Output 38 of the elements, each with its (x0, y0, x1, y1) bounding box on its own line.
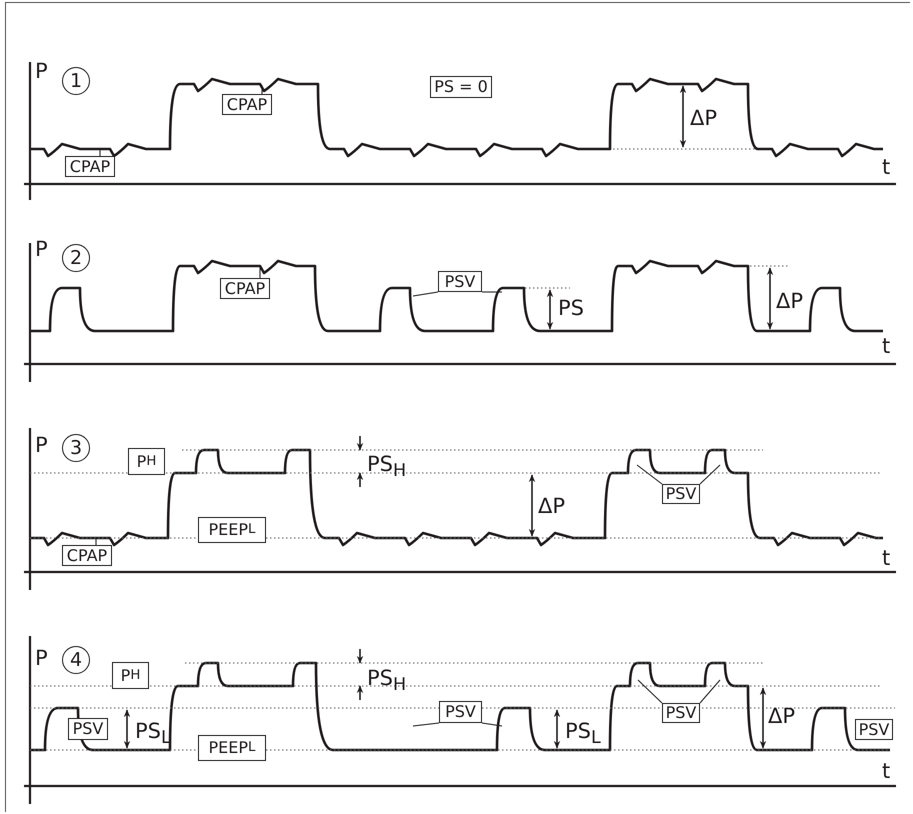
dimension-label: ΔP (768, 706, 796, 727)
label-box: CPAP (62, 545, 112, 566)
label-box: CPAP (220, 278, 270, 299)
label-box: PSV (855, 719, 893, 740)
dimension-label: PS (558, 298, 584, 319)
leader-line (636, 464, 662, 484)
label-box: PSV (439, 701, 482, 723)
label-box: CPAP (222, 94, 272, 115)
leader-line (700, 464, 720, 484)
step-number: 1 (62, 67, 90, 95)
dimension-label: ΔP (776, 291, 804, 312)
dimension-label: PS$_{L}$ (565, 721, 601, 748)
axis-label: P (35, 648, 48, 669)
leader-line (638, 680, 662, 704)
axis-label: t (882, 548, 890, 569)
label-box: PSV (662, 703, 700, 723)
label-box: PSV (438, 271, 482, 292)
leader-line (412, 292, 438, 296)
dimension-label: PS$_{H}$ (367, 668, 406, 695)
dimension-label: PS$_{H}$ (367, 454, 406, 481)
label-box: PSV (68, 718, 108, 740)
axis-label: t (882, 157, 890, 178)
leader-line (412, 722, 440, 726)
label-box: PSV (662, 484, 700, 504)
axis-label: t (882, 336, 890, 357)
axis-label: t (882, 761, 890, 782)
label-box: PS = 0 (430, 76, 492, 98)
step-number: 2 (62, 244, 90, 272)
label-box: CPAP (65, 156, 115, 177)
dimension-label: ΔP (538, 496, 566, 517)
step-number: 3 (62, 434, 90, 462)
axis-label: P (35, 435, 48, 456)
step-number: 4 (62, 646, 90, 674)
dimension-label: ΔP (690, 108, 718, 129)
axis-label: P (35, 239, 48, 260)
leader-line (700, 680, 720, 704)
axis-label: P (35, 61, 48, 82)
leader-line (482, 722, 502, 726)
